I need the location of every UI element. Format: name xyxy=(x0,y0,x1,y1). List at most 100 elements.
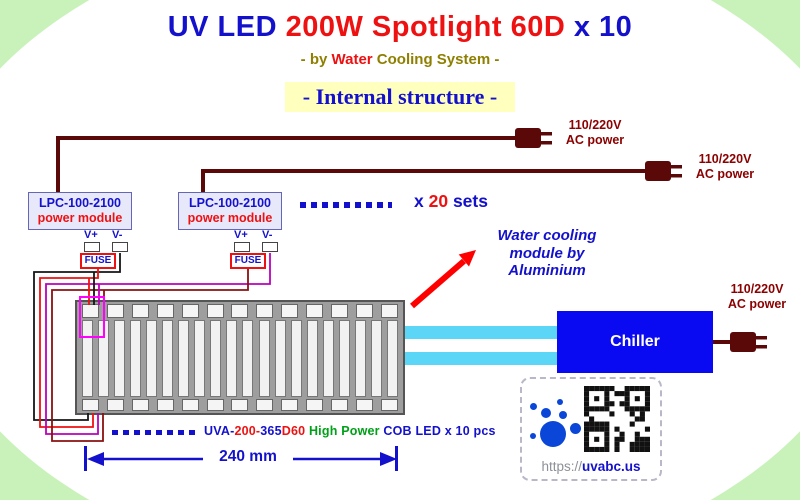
ac1-voltage: 110/220V xyxy=(568,118,622,132)
power-module-2-type: power module xyxy=(187,211,273,225)
module1-vminus-terminal xyxy=(112,242,128,252)
cooling-note-line2: module by xyxy=(509,244,585,262)
bubble-icon xyxy=(530,403,537,410)
heatsink-fin xyxy=(370,320,382,397)
led-highlight-box xyxy=(79,296,105,338)
heatsink-bottom-tabs xyxy=(82,399,398,411)
coolant-pipe-bottom xyxy=(405,352,557,365)
heatsink-top-tabs xyxy=(82,304,398,318)
heatsink-fin xyxy=(322,320,334,397)
cooling-note-line3: Aluminium xyxy=(508,262,586,279)
power-module-2: LPC-100-2100 power module xyxy=(178,192,282,230)
led-tab xyxy=(106,304,124,318)
heatsink-fins xyxy=(82,320,398,397)
led-tab xyxy=(256,304,274,318)
led-tab xyxy=(156,304,174,318)
heatsink-fin xyxy=(162,320,174,397)
heatsink-fin xyxy=(210,320,222,397)
ac-power-label-1: 110/220V AC power xyxy=(556,118,634,147)
heatsink-fin xyxy=(226,320,238,397)
module2-vminus-label: V- xyxy=(262,229,273,241)
ac2-voltage: 110/220V xyxy=(698,152,752,166)
bubble-icon xyxy=(530,433,536,439)
heatsink xyxy=(75,300,405,415)
heatsink-fin xyxy=(114,320,126,397)
led-tab xyxy=(256,399,274,411)
module1-fuse: FUSE xyxy=(80,253,116,269)
heatsink-fin xyxy=(178,320,190,397)
led-tab xyxy=(355,399,373,411)
module1-vplus-label: V+ xyxy=(84,229,98,241)
heatsink-fin xyxy=(194,320,206,397)
heatsink-fin xyxy=(258,320,270,397)
module2-vplus-terminal xyxy=(234,242,250,252)
power-module-2-model: LPC-100-2100 xyxy=(189,196,271,210)
coolant-pipe-top xyxy=(405,326,557,339)
module2-fuse: FUSE xyxy=(230,253,266,269)
water-cooling-note: Water cooling module by Aluminium xyxy=(452,227,642,280)
bubble-icon xyxy=(541,408,551,418)
cooling-note-line1: Water cooling xyxy=(497,227,597,244)
bubble-icon xyxy=(570,423,581,434)
bubbles-logo xyxy=(528,391,584,457)
led-tab xyxy=(156,399,174,411)
ac3-voltage: 110/220V xyxy=(730,282,784,296)
led-tab xyxy=(380,399,398,411)
module2-vminus-terminal xyxy=(262,242,278,252)
heatsink-fin xyxy=(130,320,142,397)
cob-led-note: UVA-200-365D60 High Power COB LED x 10 p… xyxy=(204,424,496,438)
module1-vminus-label: V- xyxy=(112,229,123,241)
bubble-icon xyxy=(557,399,563,405)
chiller-box: Chiller xyxy=(557,311,713,373)
ac-power-label-3: 110/220V AC power xyxy=(718,282,796,311)
led-tab xyxy=(331,304,349,318)
led-tab xyxy=(206,304,224,318)
banner-wrap: - Internal structure - xyxy=(0,82,800,112)
power-module-1-type: power module xyxy=(37,211,123,225)
power-module-1-model: LPC-100-2100 xyxy=(39,196,121,210)
module2-vplus-label: V+ xyxy=(234,229,248,241)
ellipsis-dots-sets xyxy=(300,202,392,208)
dimension-tick-left xyxy=(84,446,87,471)
led-tab xyxy=(206,399,224,411)
led-tab xyxy=(131,399,149,411)
ac3-text: AC power xyxy=(727,296,787,311)
subtitle: - by Water Cooling System - xyxy=(300,51,500,68)
led-tab xyxy=(231,399,249,411)
heatsink-fin xyxy=(146,320,158,397)
ellipsis-dots-led xyxy=(112,430,198,435)
led-tab xyxy=(281,304,299,318)
heatsink-fin xyxy=(338,320,350,397)
heatsink-fin xyxy=(242,320,254,397)
bubble-icon xyxy=(540,421,566,447)
heatsink-fin xyxy=(354,320,366,397)
qr-card: https://uvabc.us xyxy=(520,377,662,481)
led-tab xyxy=(106,399,124,411)
qr-code xyxy=(584,386,650,452)
heatsink-fin xyxy=(274,320,286,397)
heatsink-fin xyxy=(306,320,318,397)
led-tab xyxy=(181,399,199,411)
led-tab xyxy=(331,399,349,411)
led-tab xyxy=(181,304,199,318)
power-module-1: LPC-100-2100 power module xyxy=(28,192,132,230)
led-tab xyxy=(82,399,99,411)
module1-vplus-terminal xyxy=(84,242,100,252)
sets-count-note: x 20 sets xyxy=(414,191,488,211)
led-tab xyxy=(380,304,398,318)
website-url: https://uvabc.us xyxy=(541,459,641,474)
heatsink-fin xyxy=(386,320,398,397)
led-tab xyxy=(131,304,149,318)
dimension-label: 240 mm xyxy=(219,448,277,465)
bubble-icon xyxy=(559,411,567,419)
led-tab xyxy=(281,399,299,411)
ac2-text: AC power xyxy=(695,166,755,181)
led-tab xyxy=(306,304,324,318)
led-tab xyxy=(355,304,373,318)
led-tab xyxy=(231,304,249,318)
internal-structure-banner: - Internal structure - xyxy=(284,82,516,112)
page-title: UV LED 200W Spotlight 60D x 10 xyxy=(167,11,633,43)
led-tab xyxy=(306,399,324,411)
ac-power-label-2: 110/220V AC power xyxy=(686,152,764,181)
